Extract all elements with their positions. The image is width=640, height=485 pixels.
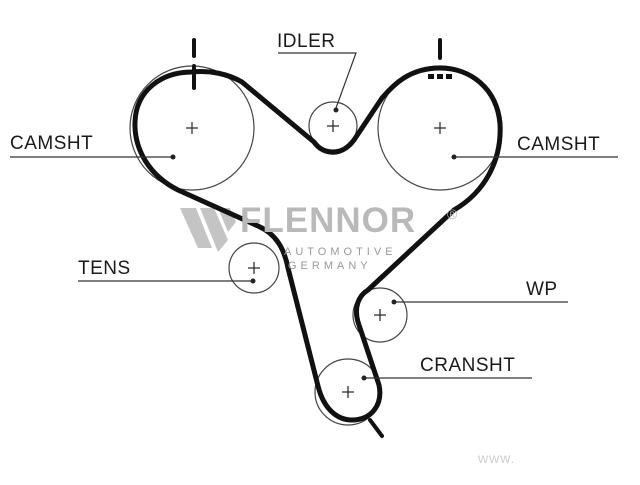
water-pump-center-mark [374,309,386,321]
label-camsht-left: CAMSHT [10,133,94,154]
watermark-line1: AUTOMOTIVE [284,246,397,258]
tensioner-pulley [228,242,280,294]
tens-leader-dot [250,278,256,284]
watermark-registered: ® [447,206,458,222]
idler-leader-dot [333,107,339,113]
timing-belt [132,65,503,423]
label-idler: IDLER [277,31,336,52]
camsht-left-leader-dot [170,154,176,160]
camshaft-right-center-mark [434,122,446,134]
label-cransht: CRANSHT [420,355,516,376]
label-tens: TENS [78,258,131,279]
label-wp: WP [526,279,558,300]
crankshaft-center-mark [342,386,354,398]
flennor-logo-mark [180,208,236,252]
camsht-right-leader-dot [451,154,457,160]
idler-leader [278,52,357,109]
label-camsht-right: CAMSHT [517,134,601,155]
wp-leader-dot [391,299,397,305]
idler-center-mark [327,120,339,132]
camshaft-right-dots [428,74,452,79]
watermark-brand: FLENNOR [240,201,417,240]
cransht-leader-dot [361,375,367,381]
crankshaft-timing-mark [368,418,384,438]
water-pump-pulley [352,287,408,343]
camshaft-left-center-mark [186,122,198,134]
tensioner-center-mark [248,262,260,274]
watermark-line2: GERMANY [288,260,372,272]
watermark-url: www. [478,450,516,466]
